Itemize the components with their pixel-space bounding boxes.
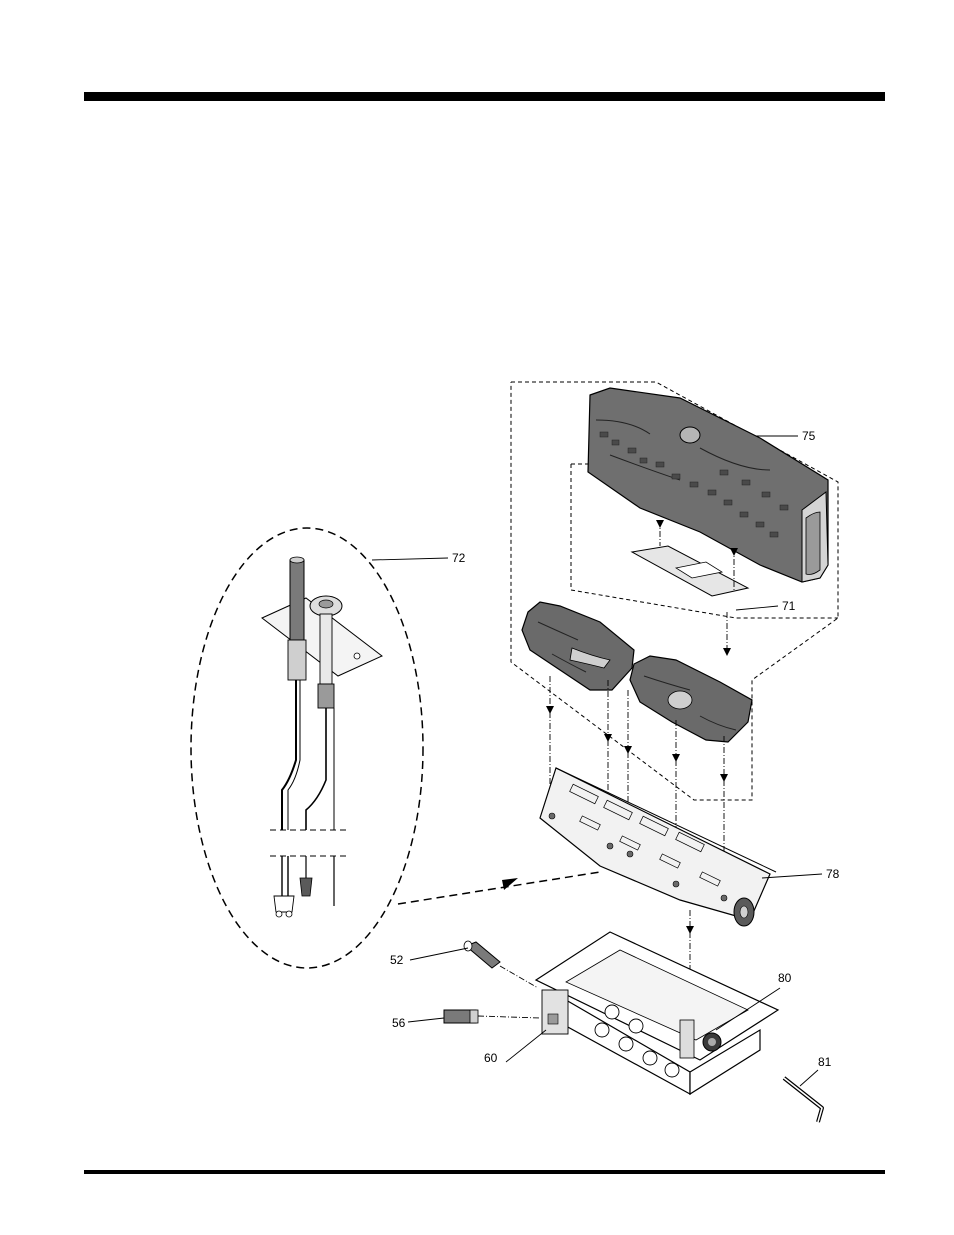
igniter-52 — [464, 941, 500, 968]
callout-81: 81 — [818, 1055, 832, 1069]
callout-72: 72 — [452, 551, 466, 565]
front-log-right — [630, 656, 752, 742]
large-log-75 — [588, 388, 828, 582]
callout-60: 60 — [484, 1051, 498, 1065]
callout-75: 75 — [802, 429, 816, 443]
callout-80: 80 — [778, 971, 792, 985]
callout-52: 52 — [390, 953, 404, 967]
callout-56: 56 — [392, 1016, 406, 1030]
burner-assembly-78 — [540, 768, 776, 926]
callout-78: 78 — [826, 867, 840, 881]
pilot-detail-72 — [191, 528, 423, 968]
front-log-left — [522, 602, 634, 690]
pilot-to-burner-arrow — [398, 872, 600, 904]
control-knob-80 — [703, 1033, 721, 1051]
callout-71: 71 — [782, 599, 796, 613]
log-plate-71 — [632, 546, 748, 596]
bottom-rule — [84, 1170, 885, 1174]
hex-key-81 — [784, 1078, 822, 1122]
cap-56 — [444, 1010, 478, 1023]
